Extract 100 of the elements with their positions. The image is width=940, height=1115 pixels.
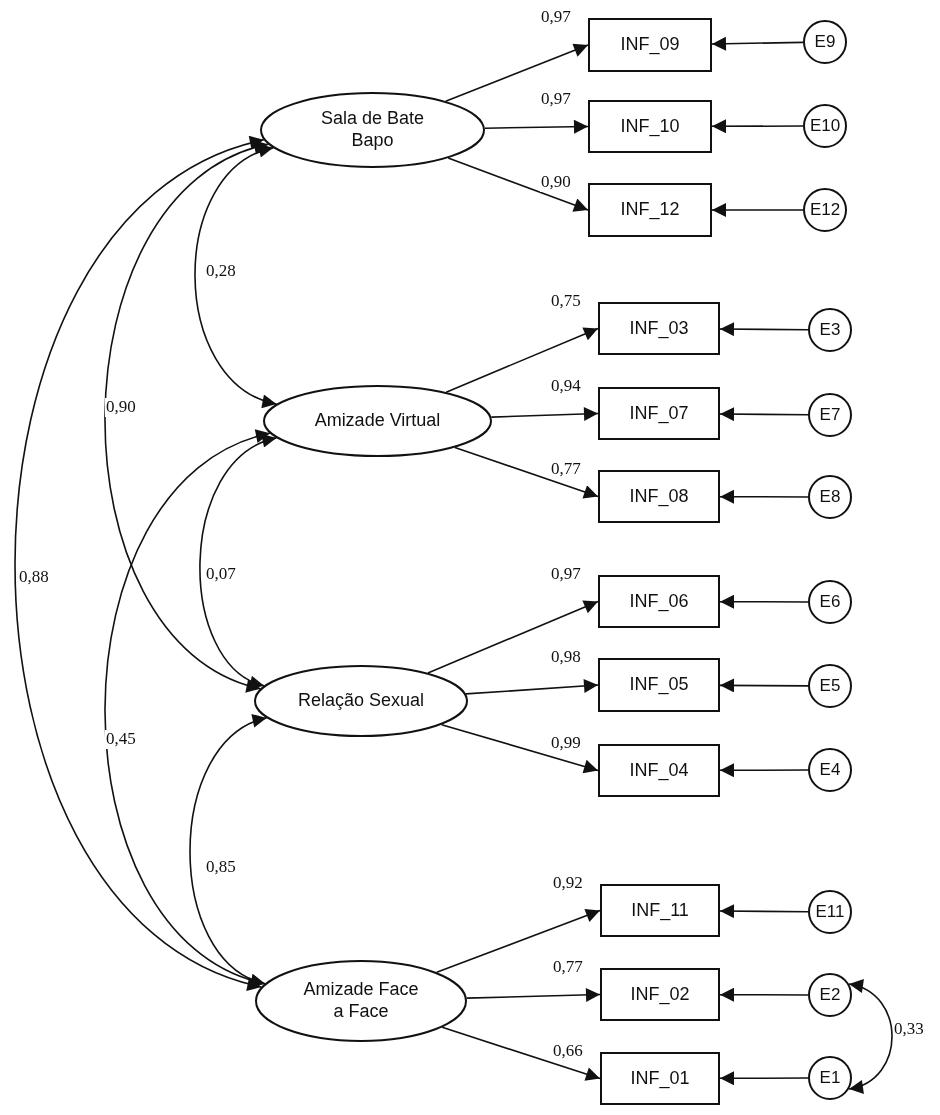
error-term-circle	[808, 308, 852, 352]
covariance-arrow	[104, 431, 271, 986]
edge-label: 0,99	[550, 734, 582, 753]
arrow	[484, 119, 589, 134]
arrow	[719, 1071, 809, 1086]
edge-label: 0,97	[540, 8, 572, 27]
variable-name: INF_07	[629, 402, 689, 425]
variable-name: Sala de Bate Bapo	[319, 108, 426, 152]
variable-name: E1	[819, 1067, 841, 1089]
edge-label: 0,45	[105, 730, 137, 749]
covariance-arrow	[14, 138, 265, 989]
variable-name: E8	[819, 486, 841, 508]
arrow	[711, 119, 804, 134]
observed-variable-box	[588, 18, 712, 72]
observed-variable-box	[598, 302, 720, 355]
error-term-circle	[803, 188, 847, 232]
variable-name: E9	[814, 31, 836, 53]
error-term-circle	[808, 890, 852, 934]
arrow	[719, 594, 809, 609]
variable-name: INF_12	[620, 199, 680, 221]
variable-name: E11	[815, 901, 845, 923]
latent-variable-ellipse	[254, 665, 468, 737]
arrow	[719, 407, 809, 422]
observed-variable-box	[598, 470, 720, 523]
variable-name: E12	[809, 199, 841, 221]
edge-label: 0,90	[540, 173, 572, 192]
observed-variable-box	[588, 183, 712, 237]
edge-label: 0,77	[552, 958, 584, 977]
arrow	[454, 446, 599, 499]
error-term-circle	[808, 393, 852, 437]
error-term-circle	[808, 475, 852, 519]
covariance-arrow	[189, 716, 268, 985]
variable-name: INF_10	[620, 115, 680, 138]
latent-variable-ellipse	[260, 92, 485, 168]
arrow	[719, 678, 809, 693]
covariance-arrow	[199, 436, 278, 687]
variable-name: INF_01	[630, 1067, 690, 1090]
arrow	[427, 600, 599, 674]
arrow	[719, 489, 809, 504]
arrow	[465, 678, 599, 695]
edge-label: 0,88	[18, 568, 50, 587]
arrow	[719, 322, 809, 337]
error-term-circle	[803, 104, 847, 148]
observed-variable-box	[600, 884, 720, 937]
arrow	[719, 987, 809, 1002]
variable-name: INF_03	[629, 317, 689, 340]
latent-variable-ellipse	[255, 960, 467, 1042]
variable-name: INF_05	[629, 674, 689, 696]
variable-name: INF_08	[629, 485, 689, 508]
arrow	[719, 763, 809, 778]
variable-name: Amizade Face a Face	[302, 979, 420, 1023]
edge-label: 0,75	[550, 292, 582, 311]
variable-name: E5	[819, 675, 841, 697]
observed-variable-box	[598, 744, 720, 797]
arrow	[719, 904, 809, 919]
edge-label: 0,66	[552, 1042, 584, 1061]
edge-label: 0,33	[893, 1020, 925, 1039]
edge-label: 0,28	[205, 262, 237, 281]
variable-name: INF_06	[629, 590, 689, 613]
edge-label: 0,98	[550, 648, 582, 667]
variable-name: INF_02	[630, 983, 690, 1006]
arrow	[711, 36, 804, 51]
error-term-circle	[808, 664, 852, 708]
edge-label: 0,97	[550, 565, 582, 584]
variable-name: E3	[819, 319, 841, 341]
edge-label: 0,85	[205, 858, 237, 877]
arrow	[441, 1026, 601, 1081]
arrow	[447, 157, 589, 212]
covariance-arrow	[848, 981, 893, 1092]
error-term-circle	[808, 748, 852, 792]
error-term-circle	[808, 973, 852, 1017]
variable-name: INF_09	[620, 34, 680, 56]
arrow	[440, 723, 599, 774]
variable-name: E7	[819, 404, 841, 426]
observed-variable-box	[598, 575, 720, 628]
arrow	[465, 987, 601, 1002]
error-term-circle	[808, 580, 852, 624]
variable-name: E6	[819, 591, 841, 613]
covariance-arrow	[194, 146, 278, 406]
variable-name: E4	[819, 759, 841, 781]
observed-variable-box	[598, 658, 720, 712]
edge-label: 0,94	[550, 377, 582, 396]
variable-name: Amizade Virtual	[314, 410, 441, 432]
variable-name: Relação Sexual	[297, 690, 425, 712]
arrow	[490, 407, 599, 421]
observed-variable-box	[600, 968, 720, 1021]
error-term-circle	[803, 20, 847, 64]
arrow	[711, 203, 804, 217]
observed-variable-box	[598, 387, 720, 440]
observed-variable-box	[588, 100, 712, 153]
variable-name: E2	[819, 984, 841, 1006]
variable-name: E10	[809, 115, 841, 137]
edge-label: 0,77	[550, 460, 582, 479]
error-term-circle	[808, 1056, 852, 1100]
edge-label: 0,97	[540, 90, 572, 109]
arrow	[445, 327, 599, 393]
arrow	[435, 908, 601, 974]
variable-name: INF_11	[631, 899, 689, 922]
variable-name: INF_04	[629, 759, 689, 782]
covariance-arrow	[104, 142, 269, 690]
